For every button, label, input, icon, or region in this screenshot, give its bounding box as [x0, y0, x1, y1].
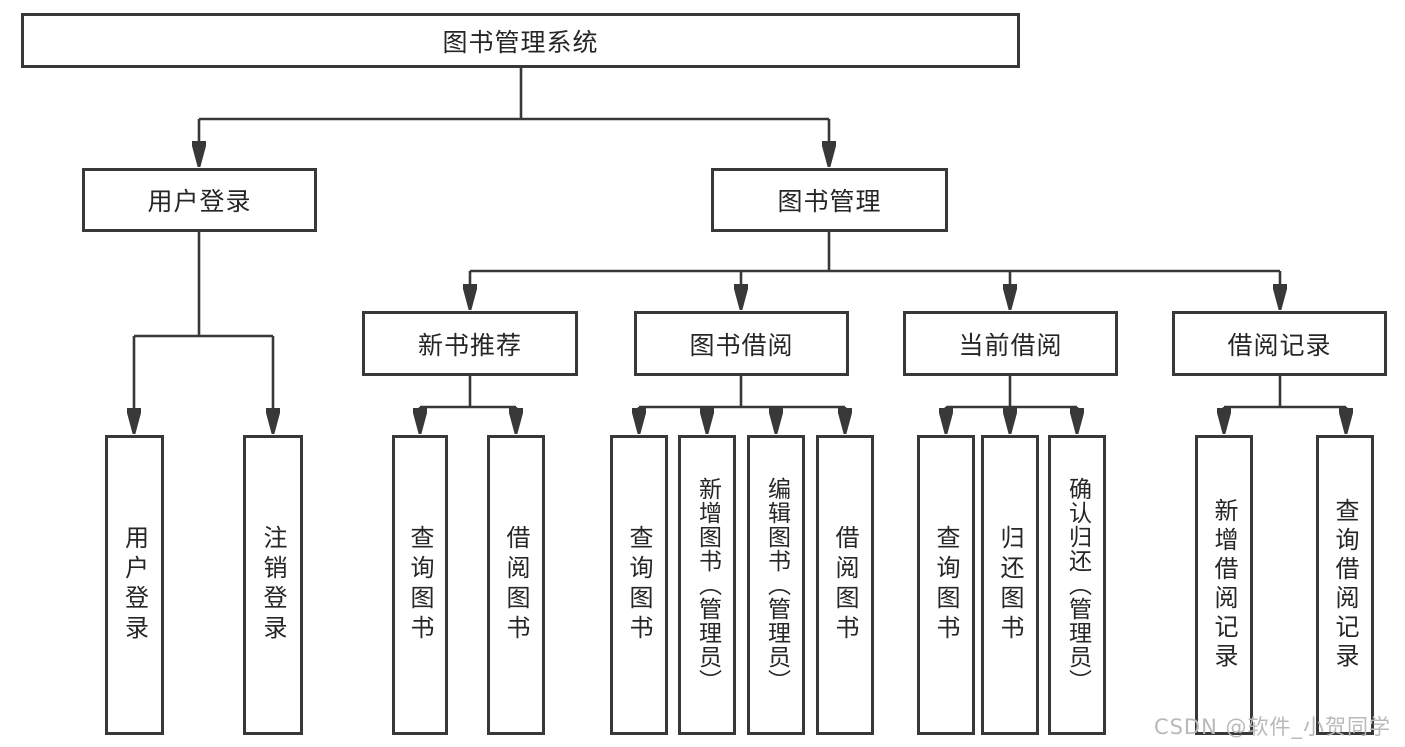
leaf-logout: 注销登录	[243, 435, 303, 735]
node-book-mgmt: 图书管理	[711, 168, 948, 232]
leaf-user-login: 用户登录	[105, 435, 164, 735]
leaf-current-return: 归还图书	[981, 435, 1039, 735]
leaf-records-query: 查询借阅记录	[1316, 435, 1374, 735]
node-user-login: 用户登录	[82, 168, 317, 232]
leaf-records-add: 新增借阅记录	[1195, 435, 1253, 735]
leaf-newbook-query: 查询图书	[392, 435, 448, 735]
node-new-book-rec: 新书推荐	[362, 311, 578, 376]
node-current-borrow: 当前借阅	[903, 311, 1118, 376]
watermark: CSDN @软件_小贺同学	[1153, 715, 1391, 739]
leaf-borrow-add: 新增图书（管理员）	[678, 435, 736, 735]
leaf-borrow-query: 查询图书	[610, 435, 668, 735]
leaf-current-query: 查询图书	[917, 435, 975, 735]
leaf-newbook-borrow: 借阅图书	[487, 435, 545, 735]
leaf-current-confirm: 确认归还（管理员）	[1048, 435, 1106, 735]
leaf-borrow-borrow: 借阅图书	[816, 435, 874, 735]
node-root: 图书管理系统	[21, 13, 1020, 68]
node-book-borrow: 图书借阅	[634, 311, 849, 376]
node-borrow-records: 借阅记录	[1172, 311, 1387, 376]
leaf-borrow-edit: 编辑图书（管理员）	[747, 435, 805, 735]
